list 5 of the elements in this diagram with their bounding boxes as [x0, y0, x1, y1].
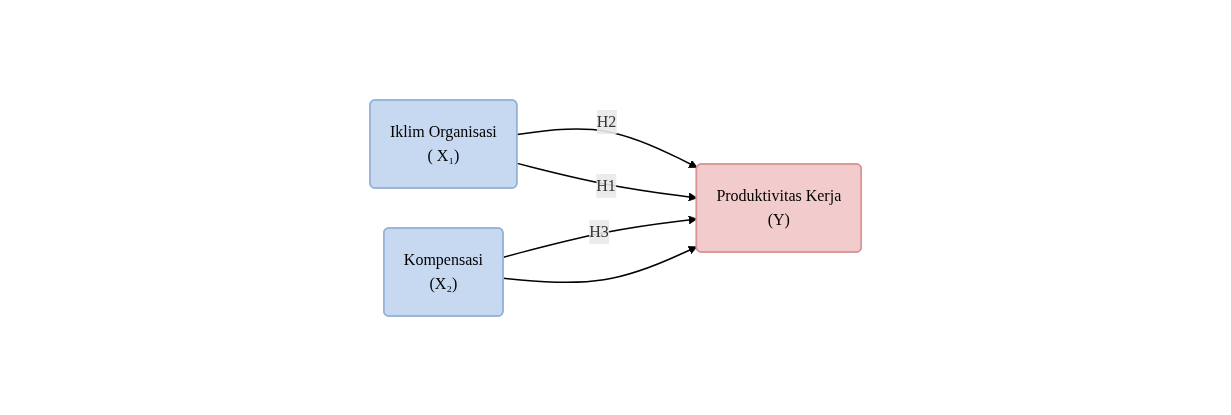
arrow [502, 245, 698, 283]
edge-label: H2 [596, 112, 617, 130]
edge-label: H1 [596, 176, 616, 194]
edge-label: H3 [589, 222, 609, 240]
arrow [516, 127, 698, 168]
